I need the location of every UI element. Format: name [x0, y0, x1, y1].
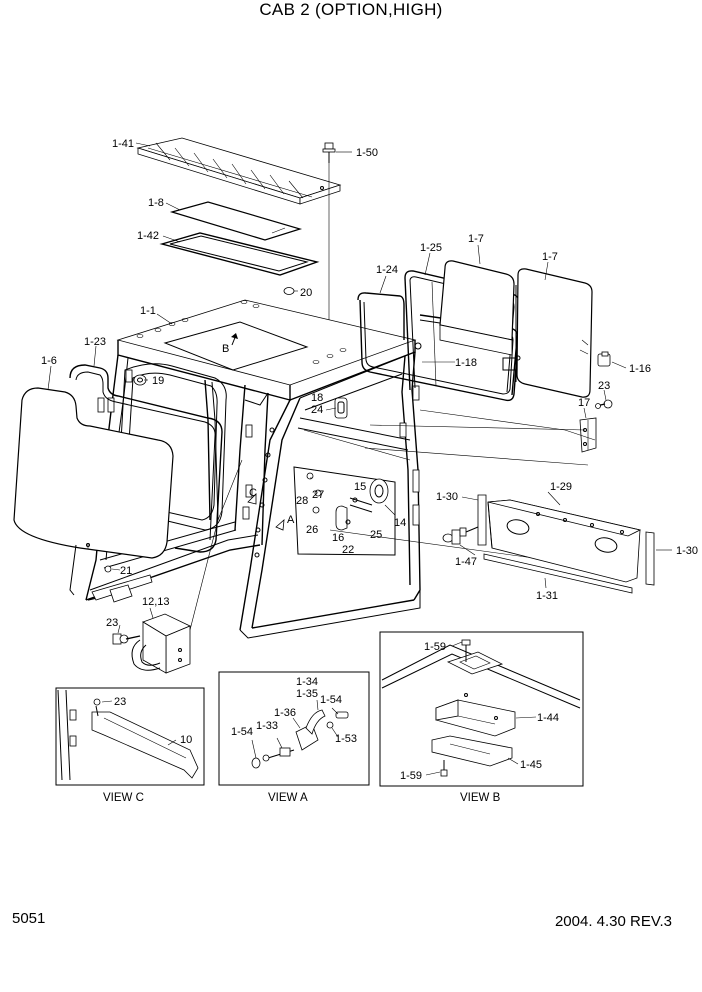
callout-1-54-left: 1-54 — [231, 726, 253, 738]
callout-1-8: 1-8 — [148, 197, 164, 209]
view-b-label: VIEW B — [460, 792, 501, 804]
callout-1-7a: 1-7 — [468, 233, 484, 245]
callout-b: B — [222, 343, 229, 355]
roof-glass-part — [169, 201, 303, 241]
bracket-part — [579, 417, 597, 453]
callout-1-34: 1-34 — [296, 676, 318, 688]
side-panel-part — [487, 499, 642, 583]
callout-28: 28 — [296, 495, 308, 507]
callout-25: 25 — [370, 529, 382, 541]
callout-21: 21 — [120, 565, 132, 577]
callout-1-30-right: 1-30 — [676, 545, 698, 557]
callout-1-16: 1-16 — [629, 363, 651, 375]
callout-1-47: 1-47 — [455, 556, 477, 568]
strip-right-part — [645, 531, 655, 586]
callout-1-44: 1-44 — [537, 712, 559, 724]
callout-1-50: 1-50 — [356, 147, 378, 159]
callout-1-7b: 1-7 — [542, 251, 558, 263]
cab-frame — [85, 299, 422, 639]
glass-seal-part — [69, 364, 223, 596]
callout-1-29: 1-29 — [550, 481, 572, 493]
strip-left-part — [477, 494, 487, 546]
arrow-c — [247, 493, 257, 505]
leader-lines — [47, 142, 672, 776]
callout-14: 14 — [394, 517, 406, 529]
callout-1-31: 1-31 — [536, 590, 558, 602]
arrow-a — [275, 519, 285, 531]
callout-1-30-left: 1-30 — [436, 491, 458, 503]
revision-date: 2004. 4.30 REV.3 — [554, 913, 672, 930]
callout-19: 19 — [152, 375, 164, 387]
callout-1-25: 1-25 — [420, 242, 442, 254]
bolt-lower-part — [112, 633, 141, 645]
callout-20: 20 — [300, 287, 312, 299]
callout-1-59-top: 1-59 — [424, 641, 446, 653]
callout-17: 17 — [578, 397, 590, 409]
callout-1-6: 1-6 — [41, 355, 57, 367]
door-handle-part — [334, 397, 348, 419]
roof-seal-part — [159, 232, 320, 276]
callout-1-36: 1-36 — [274, 707, 296, 719]
callout-labels: 1-41 1-50 1-8 1-42 1-25 1-7 1-7 1-24 20 … — [41, 138, 698, 804]
callout-23-lower: 23 — [106, 617, 118, 629]
arrow-b — [231, 333, 238, 346]
callout-18: 18 — [311, 392, 323, 404]
callout-1-35: 1-35 — [296, 688, 318, 700]
callout-1-41: 1-41 — [112, 138, 134, 150]
grommet-part — [283, 287, 295, 295]
callout-1-23: 1-23 — [84, 336, 106, 348]
view-a-box — [218, 671, 370, 786]
callout-1-45: 1-45 — [520, 759, 542, 771]
callout-15: 15 — [354, 481, 366, 493]
callout-24: 24 — [311, 404, 323, 416]
sliding-glass-rear — [502, 268, 593, 398]
bolt-part-right — [595, 399, 613, 409]
view-a-inset — [293, 466, 396, 556]
page-title: CAB 2 (OPTION,HIGH) — [259, 0, 443, 19]
callout-1-18: 1-18 — [455, 357, 477, 369]
view-c-label: VIEW C — [103, 792, 144, 804]
page-number: 5051 — [12, 910, 46, 927]
callout-1-54-top: 1-54 — [320, 694, 342, 706]
callout-1-59-bottom: 1-59 — [400, 770, 422, 782]
callout-1-24: 1-24 — [376, 264, 398, 276]
lower-bracket-part — [131, 459, 243, 674]
callout-1-33: 1-33 — [256, 720, 278, 732]
front-glass-part — [13, 387, 174, 559]
latch-part — [597, 351, 611, 367]
view-b-box — [379, 631, 584, 787]
callout-10: 10 — [180, 734, 192, 746]
callout-22: 22 — [342, 544, 354, 556]
callout-27: 27 — [312, 489, 324, 501]
callout-1-53: 1-53 — [335, 733, 357, 745]
callout-23-right: 23 — [598, 380, 610, 392]
view-a-label: VIEW A — [268, 792, 308, 804]
callout-c: C — [249, 487, 257, 499]
callout-1-1: 1-1 — [140, 305, 156, 317]
callout-16: 16 — [332, 532, 344, 544]
callout-1-42: 1-42 — [137, 230, 159, 242]
callout-a: A — [287, 514, 295, 526]
bolt-21 — [104, 565, 112, 573]
bottom-strip-part — [483, 553, 633, 594]
callout-12-13: 12,13 — [142, 596, 170, 608]
callout-23-viewc: 23 — [114, 696, 126, 708]
sliding-glass-front — [439, 260, 515, 356]
callout-26: 26 — [306, 524, 318, 536]
sunshade-part — [136, 137, 342, 205]
side-bolt-part — [442, 526, 479, 545]
view-c-box — [55, 687, 205, 786]
